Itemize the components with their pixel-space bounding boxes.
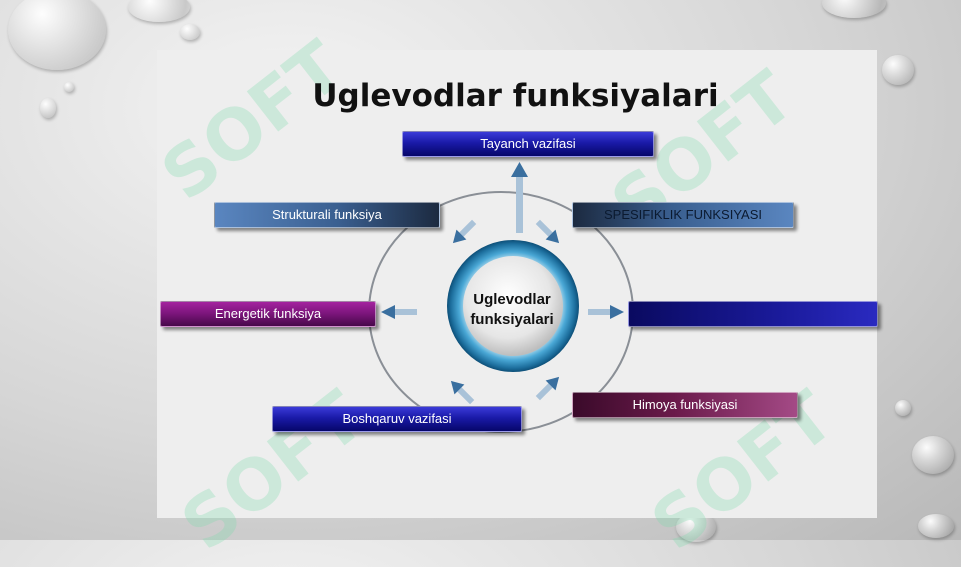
center-label: Uglevodlar funksiyalari [456, 290, 568, 330]
water-drop [822, 0, 886, 18]
arrow-left [381, 305, 417, 319]
node-spesifiklik: SPESIFIKLIK FUNKSIYASI [572, 202, 794, 228]
water-drop [180, 24, 200, 40]
node-boshqaruv: Boshqaruv vazifasi [272, 406, 522, 432]
water-drop [912, 436, 954, 474]
arrow-upper-right [535, 219, 560, 244]
water-drop [40, 98, 56, 118]
slide-title: Uglevodlar funksiyalari [312, 78, 719, 114]
arrow-up-head [511, 162, 528, 177]
center-label-line1: Uglevodlar [473, 291, 551, 308]
water-drop [895, 400, 911, 416]
arrow-upper-left [452, 219, 477, 244]
water-drop [64, 82, 74, 92]
arrow-lower-left [450, 380, 475, 405]
node-right [628, 301, 878, 327]
water-drop [918, 514, 954, 538]
node-strukturali: Strukturali funksiya [214, 202, 440, 228]
water-drop [8, 0, 106, 70]
node-himoya: Himoya funksiyasi [572, 392, 798, 418]
arrow-lower-right [535, 376, 560, 401]
node-tayanch: Tayanch vazifasi [402, 131, 654, 157]
arrows [381, 162, 624, 405]
arrow-right [588, 305, 624, 319]
node-energetik: Energetik funksiya [160, 301, 376, 327]
arrow-up [516, 175, 523, 233]
water-drop [128, 0, 190, 22]
center-label-line2: funksiyalari [470, 311, 554, 328]
center-disc [463, 256, 563, 356]
water-drop [882, 55, 914, 85]
diagram-graphic [368, 162, 634, 433]
